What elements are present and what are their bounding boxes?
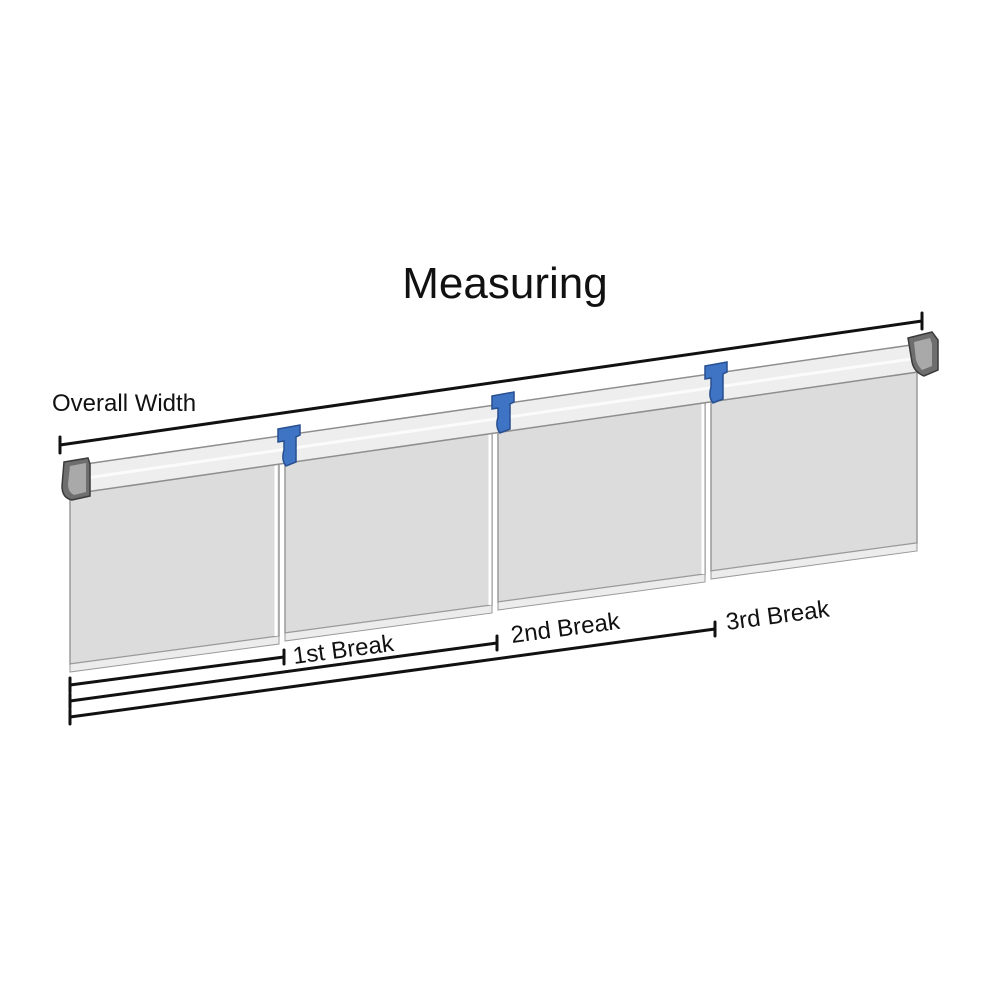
third-break-dimension-line xyxy=(68,620,717,726)
shade-panel-3 xyxy=(497,393,706,611)
shade-panel-1 xyxy=(69,451,280,673)
coupler-bracket-1 xyxy=(277,424,301,467)
coupler-bracket-2 xyxy=(491,391,515,434)
left-end-cap-bracket xyxy=(61,457,91,501)
overall-width-dimension-line xyxy=(58,311,924,455)
overall-width-label: Overall Width xyxy=(52,390,196,417)
second-break-dimension-line xyxy=(68,634,499,710)
diagram-title: Measuring xyxy=(402,259,607,308)
coupler-bracket-3 xyxy=(704,361,728,404)
right-end-cap-bracket xyxy=(907,331,939,377)
shade-panel-2 xyxy=(284,422,493,642)
third-break-label: 3rd Break xyxy=(724,595,832,635)
first-break-dimension-line xyxy=(68,648,286,694)
